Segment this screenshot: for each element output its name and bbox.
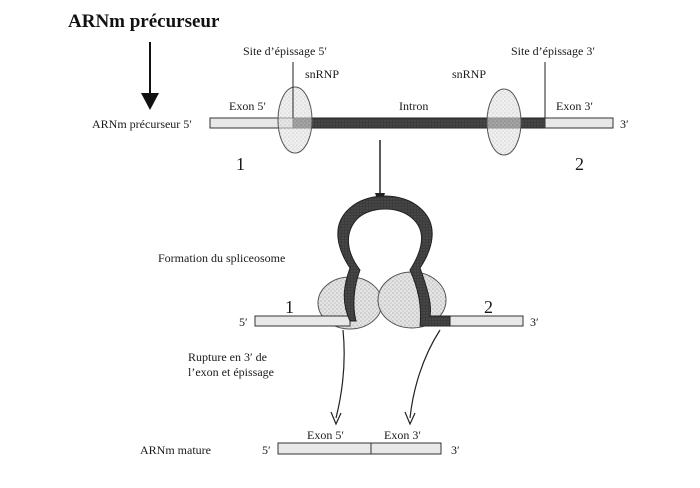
spliceosome-label: Formation du spliceosome	[158, 251, 285, 265]
intron-loop	[337, 195, 451, 327]
snrnp-left-shape	[277, 86, 313, 154]
exon5-label: Exon 5′	[229, 99, 266, 113]
right-curved-arrow	[409, 329, 441, 419]
stage2-number-1: 1	[285, 297, 294, 317]
mature-exon5-bar	[277, 442, 372, 455]
stage1-number-2: 2	[575, 154, 584, 174]
intron-label: Intron	[399, 99, 428, 113]
stage2-exon5-bar	[254, 315, 351, 327]
stage1-number-1: 1	[236, 154, 245, 174]
mature-3prime-end: 3′	[451, 443, 460, 457]
precursor-3prime-end: 3′	[620, 117, 629, 131]
rupture-label-line1: Rupture en 3′ de	[188, 350, 267, 364]
stage2-3prime-end: 3′	[530, 315, 539, 329]
site5-label: Site d’épissage 5′	[243, 44, 327, 58]
site3-label: Site d’épissage 3′	[511, 44, 595, 58]
stage2-5prime-end: 5′	[239, 315, 248, 329]
snrnp-right-label: snRNP	[452, 67, 486, 81]
right-curved-arrow-head-icon	[404, 411, 416, 426]
stage2-exon3-bar	[449, 315, 524, 327]
title-down-arrow-icon	[141, 93, 159, 110]
mature-5prime-end: 5′	[262, 443, 271, 457]
mature-exon3-label: Exon 3′	[384, 428, 421, 442]
precursor-label: ARNm précurseur 5′	[92, 117, 192, 131]
exon3-bar	[544, 117, 614, 129]
snrnp-right-shape	[486, 88, 522, 156]
mature-exon3-bar	[370, 442, 442, 455]
mature-exon5-label: Exon 5′	[307, 428, 344, 442]
stage2-number-2: 2	[484, 297, 493, 317]
exon3-label: Exon 3′	[556, 99, 593, 113]
rupture-label-line2: l’exon et épissage	[188, 365, 274, 379]
snrnp-left-label: snRNP	[305, 67, 339, 81]
diagram-title: ARNm précurseur	[68, 11, 220, 32]
left-curved-arrow-head-icon	[330, 411, 342, 426]
left-curved-arrow	[335, 329, 345, 419]
mature-label: ARNm mature	[140, 443, 211, 457]
